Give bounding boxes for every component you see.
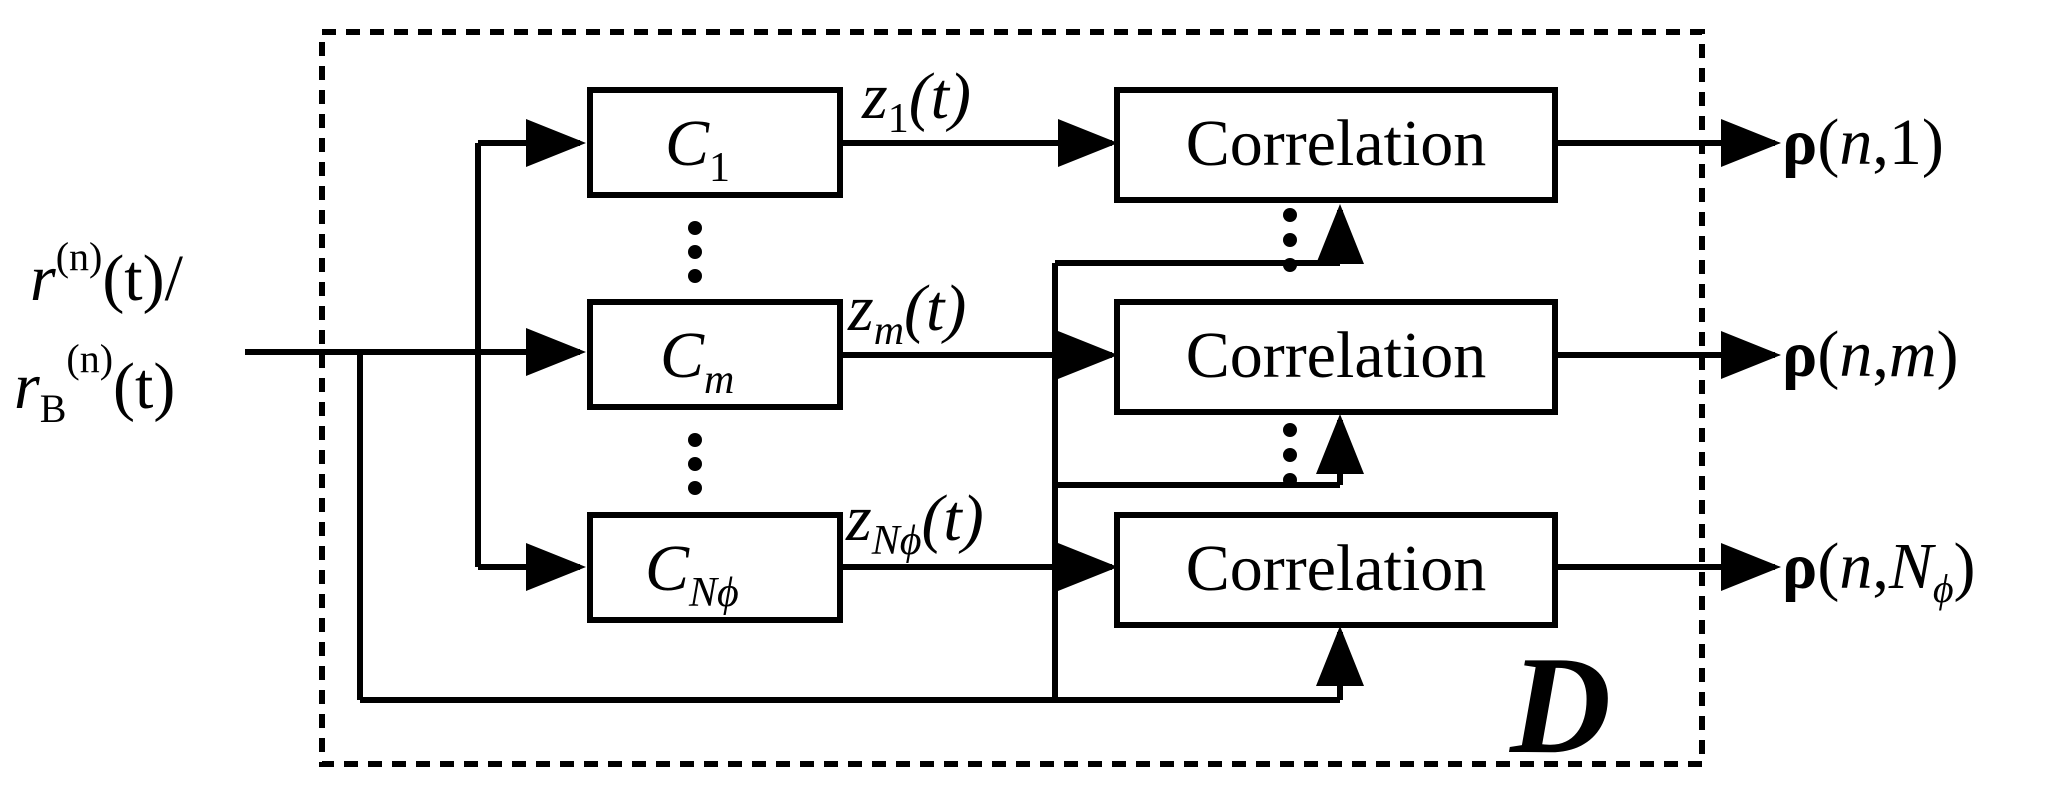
cn-label: CNϕ [645, 532, 739, 616]
correlation-block-1 [1114, 87, 1558, 203]
output-label-m: ρ(n,m) [1782, 318, 1958, 391]
cm-block [587, 299, 843, 410]
c1-block [587, 87, 843, 198]
z-wiring [843, 119, 1118, 591]
input-wiring [245, 119, 1364, 703]
detector-label: D [1508, 628, 1611, 783]
zm-label: zm(t) [847, 272, 966, 354]
output-wiring [1558, 119, 1781, 591]
correlation-label-1: Correlation [1186, 107, 1487, 180]
cn-block [587, 512, 843, 623]
z1-label: z1(t) [861, 60, 971, 142]
c-ellipsis-dots [688, 221, 702, 495]
cm-label: Cm [660, 319, 734, 403]
c1-label: C1 [665, 107, 730, 191]
output-label-1: ρ(n,1) [1782, 106, 1944, 179]
correlation-block-n [1114, 512, 1558, 628]
correlation-label-n: Correlation [1186, 532, 1487, 605]
zn-label: zNϕ(t) [845, 482, 984, 564]
correlation-ellipsis-dots [1283, 208, 1297, 487]
output-label-n: ρ(n,Nϕ) [1782, 530, 1976, 611]
correlation-label-m: Correlation [1186, 319, 1487, 392]
input-label-bottom: rB(n)(t) [14, 336, 175, 431]
correlation-block-m [1114, 299, 1558, 415]
input-label-top: r(n)(t)/ [30, 234, 184, 315]
